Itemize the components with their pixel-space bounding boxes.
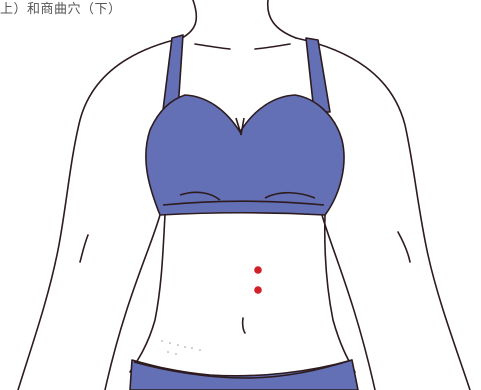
right-elbow-fold: [398, 232, 410, 262]
left-elbow-fold: [80, 235, 88, 262]
neck-left-outline: [182, 0, 196, 38]
left-waist-outline: [130, 215, 165, 372]
skin-texture: [161, 340, 201, 355]
right-collarbone: [255, 44, 290, 49]
acupoint-upper: [254, 266, 262, 274]
briefs-shape: [130, 360, 358, 390]
left-shoulder-arm-outline: [18, 38, 182, 390]
briefs: [130, 360, 358, 390]
navel: [243, 318, 245, 333]
neck-right-outline: [268, 0, 296, 38]
bra: [146, 35, 344, 215]
acupoint-lower: [254, 286, 262, 294]
left-collarbone: [195, 44, 230, 49]
